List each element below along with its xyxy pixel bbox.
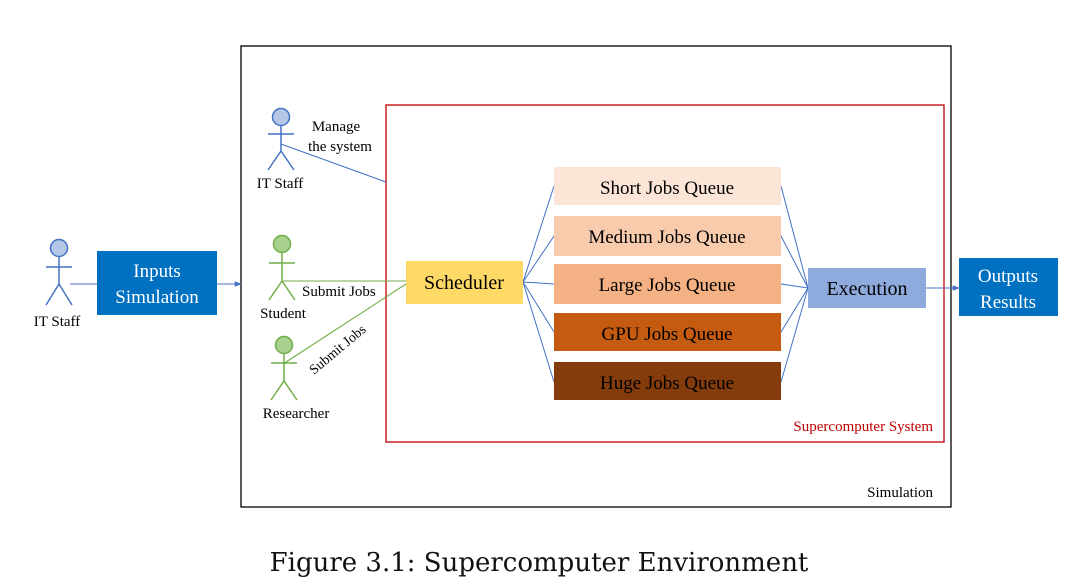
- supercomputer-system-label: Supercomputer System: [793, 419, 933, 435]
- huge-jobs-queue-label: Huge Jobs Queue: [600, 373, 734, 394]
- researcher-label: Researcher: [263, 406, 330, 422]
- huge-jobs-queue-box: [554, 362, 781, 400]
- medium-jobs-queue-box: [554, 216, 781, 256]
- outputs-results-box: [959, 258, 1058, 316]
- scheduler-to-large-connector: [522, 281, 555, 285]
- execution-label: Execution: [826, 278, 907, 300]
- simulation-frame: [240, 45, 952, 508]
- gpu-jobs-queue-label: GPU Jobs Queue: [602, 324, 733, 345]
- inputs-line2: Simulation: [115, 287, 199, 308]
- gpu-to-execution-connector: [780, 287, 809, 333]
- manage-note-line2: the system: [308, 139, 372, 155]
- researcher-actor-icon: [270, 335, 298, 401]
- manage-system-connector: [280, 143, 387, 183]
- it-staff-top-actor-icon: [267, 107, 295, 171]
- short-jobs-queue-label: Short Jobs Queue: [600, 178, 734, 199]
- manage-note-line1: Manage: [312, 119, 361, 135]
- scheduler-label: Scheduler: [424, 272, 504, 294]
- scheduler-to-gpu-connector: [522, 281, 555, 333]
- researcher-submit-line: [282, 283, 407, 365]
- scheduler-to-medium-connector: [522, 235, 555, 283]
- short-to-execution-connector: [780, 185, 809, 289]
- it-staff-left-label: IT Staff: [34, 314, 81, 330]
- inputs-simulation-box: [97, 251, 217, 315]
- it-staff-left-actor-icon: [45, 238, 73, 306]
- student-label: Student: [260, 306, 307, 322]
- submit-lines: [282, 280, 407, 365]
- gpu-jobs-queue-box: [554, 313, 781, 351]
- scheduler-to-short-connector: [522, 185, 555, 283]
- researcher-submit-label: Submit Jobs: [307, 322, 369, 378]
- execution-box: [808, 268, 926, 308]
- short-jobs-queue-box: [554, 167, 781, 205]
- student-actor-icon: [268, 234, 296, 301]
- large-to-execution-connector: [780, 283, 809, 289]
- student-submit-label: Submit Jobs: [302, 284, 376, 300]
- supercomputer-system-box: [385, 104, 945, 443]
- scheduler-to-huge-connector: [522, 281, 555, 383]
- simulation-frame-label: Simulation: [867, 485, 933, 501]
- medium-jobs-queue-label: Medium Jobs Queue: [588, 227, 745, 248]
- scheduler-box: [406, 261, 523, 304]
- inputs-line1: Inputs: [133, 261, 181, 282]
- large-jobs-queue-box: [554, 264, 781, 304]
- huge-to-execution-connector: [780, 287, 809, 383]
- outputs-line1: Outputs: [978, 266, 1038, 287]
- outputs-line2: Results: [980, 292, 1036, 313]
- large-jobs-queue-label: Large Jobs Queue: [599, 275, 736, 296]
- medium-to-execution-connector: [780, 235, 809, 289]
- it-staff-top-label: IT Staff: [257, 176, 304, 192]
- figure-caption: Figure 3.1: Supercomputer Environment: [269, 548, 809, 578]
